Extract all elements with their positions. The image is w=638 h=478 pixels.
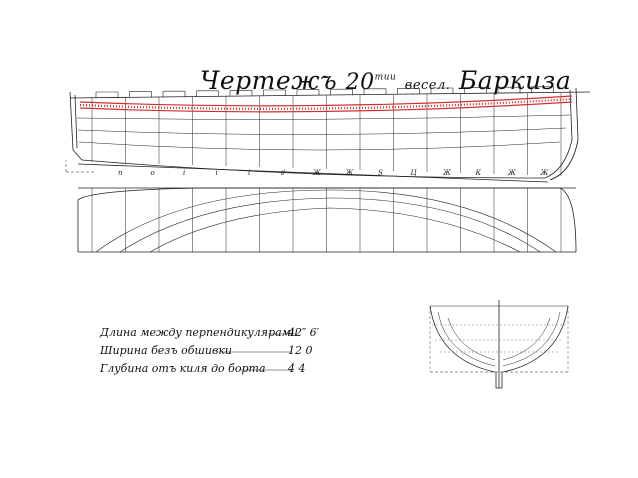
frame-label: Ж <box>345 169 355 177</box>
rowlock-block <box>129 91 152 98</box>
rowlock-block <box>330 88 353 96</box>
frame-label: К <box>475 169 482 177</box>
frame-label: і <box>248 169 250 177</box>
waterline-1 <box>76 114 571 120</box>
body-plan-fore-inner-2 <box>502 317 551 361</box>
wale-strake <box>79 95 573 113</box>
title-number-suffix: тии <box>374 72 397 83</box>
gunwale-line <box>69 91 591 99</box>
sheer-plan <box>65 86 591 183</box>
stern-post <box>69 91 83 161</box>
rowlock-blocks <box>95 86 554 98</box>
body-plan <box>429 300 569 389</box>
frame-label: і <box>216 169 218 177</box>
frame-label: Ж <box>312 169 322 177</box>
wale-top <box>79 95 573 107</box>
frame-label: Ж <box>442 169 452 177</box>
spec-breadth-value: 12 0 <box>288 344 313 357</box>
rowlock-block <box>263 89 286 96</box>
frame-label: Ж <box>507 169 517 177</box>
keel-line <box>81 159 546 179</box>
rowlock-block <box>363 88 387 95</box>
half-breadth-stations <box>91 188 562 252</box>
rowlock-block <box>95 91 119 98</box>
spec-length-value: 42″ 6′ <box>288 326 320 339</box>
title-word-1: весел. <box>404 78 451 93</box>
body-plan-waterlines <box>432 324 566 353</box>
half-breadth-plan <box>77 187 577 253</box>
waterline-3 <box>78 141 561 151</box>
deck-outline <box>77 187 577 253</box>
spec-depth-value: 4 4 <box>288 362 306 375</box>
half-breadth-line-1 <box>95 189 557 253</box>
keel-bottom <box>77 163 549 183</box>
rowlock-block <box>430 87 454 94</box>
waterline-2 <box>77 127 567 135</box>
title-number: 20 <box>345 70 375 95</box>
title-word-2: Баркиза <box>458 66 572 95</box>
half-breadth-line-3 <box>149 207 521 253</box>
frame-label: Ц <box>411 169 418 177</box>
rowlock-block <box>296 89 320 96</box>
stem-outer <box>549 87 579 181</box>
half-breadth-line-2 <box>119 197 541 253</box>
drawing-title: Чертежъ 20тии весел. Баркиза <box>200 66 571 100</box>
body-plan-aft-inner-2 <box>447 317 496 361</box>
frame-label: о <box>151 169 155 177</box>
rowlock-block <box>531 86 554 93</box>
frame-label: Ж <box>540 169 550 177</box>
spec-length: Длина между перпендикулярами 42″ 6′ <box>100 326 360 346</box>
rowlock-block <box>196 90 219 97</box>
spec-depth-label: Глубина отъ киля до борта <box>100 362 266 375</box>
rowlock-block <box>497 86 521 94</box>
spec-leader-lines <box>220 333 292 371</box>
body-plan-aft-outer <box>429 305 496 373</box>
rowlock-block <box>397 88 420 95</box>
title-prefix: Чертежъ <box>200 66 338 95</box>
body-plan-fore-outer <box>502 305 569 373</box>
stern-post-inner <box>74 94 78 149</box>
frame-label: Ѕ <box>378 169 383 177</box>
body-plan-fore-inner-1 <box>502 311 561 367</box>
frame-label: ꙋ <box>281 169 286 177</box>
rowlock-block <box>229 90 253 97</box>
frame-label: і <box>183 169 185 177</box>
stem <box>544 89 573 179</box>
rowlock-block <box>162 90 186 98</box>
body-plan-aft-inner-1 <box>437 311 496 367</box>
spec-breadth: Ширина безъ обшивки 12 0 <box>100 344 360 364</box>
spec-breadth-label: Ширина безъ обшивки <box>100 344 233 357</box>
frame-label: п <box>118 169 123 177</box>
dashed-baseline <box>65 160 96 173</box>
wale-bottom <box>79 101 573 113</box>
rowlock-block <box>464 87 487 94</box>
wale-hatch <box>79 97 573 110</box>
body-plan-keel <box>495 372 503 389</box>
spec-length-label: Длина между перпендикулярами <box>100 326 298 339</box>
spec-depth: Глубина отъ киля до борта 4 4 <box>100 362 360 382</box>
